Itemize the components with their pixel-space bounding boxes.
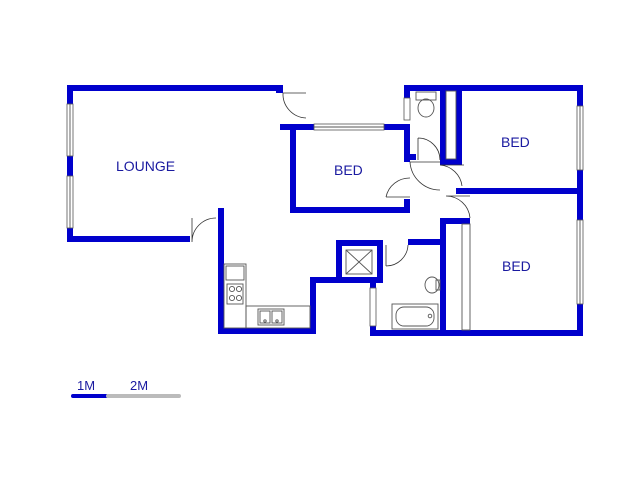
windows	[66, 97, 584, 327]
wall-bed-tr-left	[456, 85, 462, 165]
door-lounge-corridor	[191, 217, 217, 243]
stove-icon	[226, 283, 244, 305]
door-bed-bottom-right	[445, 195, 471, 219]
room-label-bed-center: BED	[334, 162, 363, 178]
wall-bed-center-left	[290, 124, 296, 213]
wall-right-outer	[577, 85, 583, 336]
door-bed-top-right	[439, 164, 464, 187]
kitchen-counter	[223, 263, 311, 329]
wall-kitchen-right	[310, 280, 316, 334]
wall-lounge-top	[67, 85, 283, 91]
scale-label-2m: 2M	[130, 378, 148, 393]
door-wc	[417, 137, 441, 161]
wall-kitchen-top-right	[310, 277, 340, 283]
room-label-bed-bottom-right: BED	[502, 258, 531, 274]
wall-kitchen-bottom	[218, 328, 316, 334]
wall-bed-divider	[456, 188, 583, 194]
cupboard-bed-top-right	[445, 90, 457, 160]
wall-bed-center-bottom	[290, 207, 410, 213]
fixtures	[223, 90, 471, 331]
wall-wc-left	[404, 85, 410, 98]
wall-lounge-left	[67, 85, 73, 242]
room-label-bed-top-right: BED	[501, 134, 530, 150]
kitchen-sink-icon	[257, 308, 285, 326]
door-bathroom	[385, 244, 409, 267]
wall-wc-right	[440, 85, 446, 160]
wall-bed-center-top-right	[384, 124, 410, 130]
basin-icon	[424, 276, 441, 294]
wall-wc-top	[404, 85, 446, 91]
cupboard-bed-bottom-right	[461, 223, 471, 331]
scale-label-1m: 1M	[77, 378, 95, 393]
door-bed-center	[409, 161, 441, 191]
wall-bed-tr-left-foot	[440, 159, 462, 165]
bathtub-icon	[391, 303, 439, 330]
wall-store-top	[336, 240, 383, 246]
window-wc	[403, 97, 411, 121]
scale-segment-2m	[106, 394, 181, 398]
scale-bar: 1M 2M	[71, 378, 181, 398]
room-label-lounge: LOUNGE	[116, 158, 175, 174]
scale-segment-1m	[71, 394, 108, 398]
wall-wc-stub	[404, 154, 416, 160]
wall-bed-br-left-stub	[440, 218, 470, 224]
door-lounge-entry	[282, 92, 307, 119]
wall-bed-center-right-lower	[404, 199, 410, 213]
wall-store-right	[377, 240, 383, 283]
wall-bed-center-right-upper	[404, 124, 410, 162]
wall-bed-center-top-left	[280, 124, 314, 130]
wall-bath-right	[440, 222, 446, 336]
doors	[191, 92, 471, 267]
room-labels: LOUNGE BED BED BED	[116, 134, 531, 274]
window-bath	[369, 287, 377, 327]
wall-store-bottom	[342, 277, 383, 283]
wall-lounge-door-stub	[276, 85, 283, 93]
wall-store-left	[336, 240, 342, 283]
wall-bath-top	[408, 239, 446, 245]
door-bed-center-lower	[385, 177, 411, 198]
storage-icon	[345, 249, 373, 275]
wall-lounge-bottom	[67, 236, 190, 242]
walls	[67, 85, 583, 336]
wall-bath-bottom	[370, 330, 583, 336]
wall-bed-tr-top	[440, 85, 583, 91]
toilet-icon	[415, 91, 437, 118]
wall-corridor-left	[218, 208, 224, 334]
